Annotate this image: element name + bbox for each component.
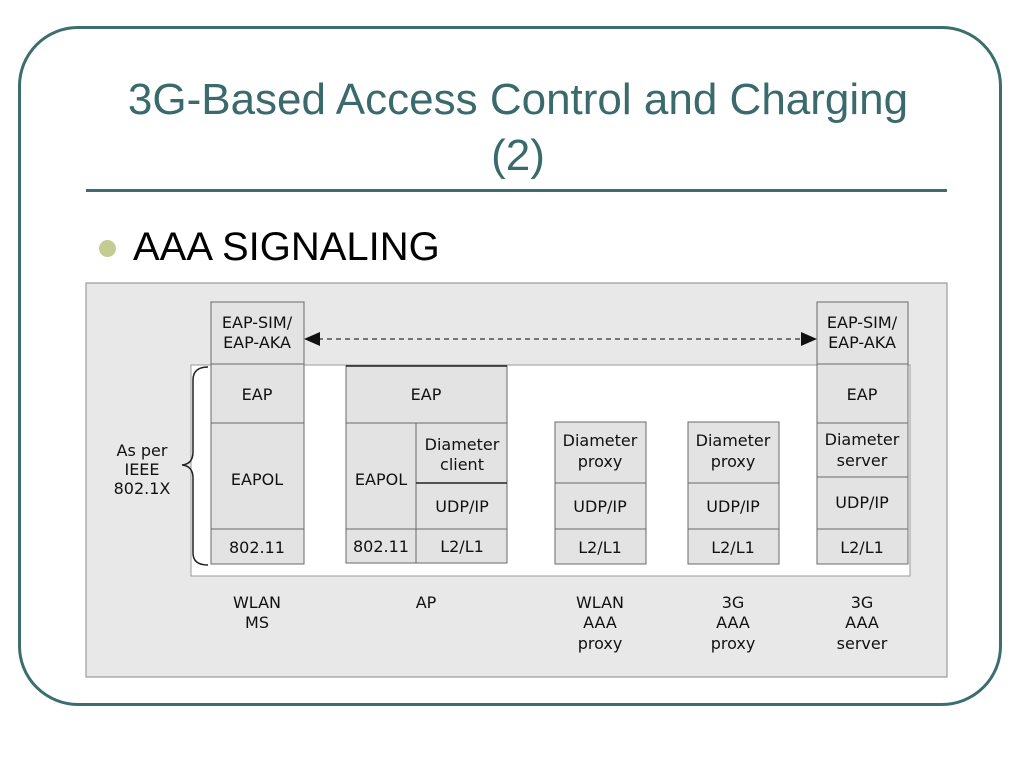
network-area — [190, 364, 911, 577]
3g-proxy-diameter-line-1: Diameter — [696, 431, 771, 450]
ms-eapol: EAPOL — [231, 470, 283, 489]
caption-3g-proxy-line-2: AAA — [716, 613, 750, 632]
server-eap: EAP — [847, 385, 878, 404]
ap-stack — [345, 365, 508, 564]
ms-link: 802.11 — [229, 538, 285, 557]
side-label-line-3: 802.1X — [114, 479, 171, 498]
wlan-proxy-diameter-line-2: proxy — [578, 452, 623, 471]
server-eap-method-line-2: EAP-AKA — [828, 333, 896, 352]
ms-eap-method-line-2: EAP-AKA — [223, 333, 291, 352]
ms-eap-method-line-1: EAP-SIM/ — [222, 313, 293, 332]
ms-eap: EAP — [242, 385, 273, 404]
slide-title-line-1: 3G-Based Access Control and Charging — [127, 75, 909, 124]
server-eap-method-line-1: EAP-SIM/ — [827, 313, 898, 332]
side-label-line-2: IEEE — [124, 460, 159, 479]
arrow-left-icon — [304, 332, 320, 346]
caption-wlan-proxy-line-3: proxy — [578, 634, 623, 653]
3g-proxy-transport: UDP/IP — [706, 497, 760, 516]
caption-wlan-ms-line-2: MS — [245, 613, 269, 632]
wlan-proxy-transport: UDP/IP — [573, 497, 627, 516]
caption-3g-server-line-1: 3G — [851, 593, 874, 612]
ap-eap: EAP — [411, 385, 442, 404]
caption-ap: AP — [416, 593, 437, 612]
bullet-dot-icon — [99, 240, 116, 257]
caption-3g-proxy-line-1: 3G — [722, 593, 745, 612]
ap-transport: UDP/IP — [435, 497, 489, 516]
wlan-proxy-link: L2/L1 — [578, 538, 622, 557]
ap-diameter-line-1: Diameter — [425, 435, 500, 454]
server-link: L2/L1 — [840, 538, 884, 557]
slide-frame — [18, 26, 1002, 706]
3g-proxy-diameter-line-2: proxy — [711, 452, 756, 471]
arrow-right-icon — [801, 332, 817, 346]
ap-link-right: L2/L1 — [440, 537, 484, 556]
title-divider — [86, 189, 947, 192]
slide-title-line-2: (2) — [491, 131, 545, 180]
ap-diameter-line-2: client — [440, 455, 484, 474]
wlan-ms-stack — [210, 301, 305, 565]
caption-wlan-proxy-line-2: AAA — [583, 613, 617, 632]
3g-proxy-link: L2/L1 — [711, 538, 755, 557]
side-label-line-1: As per — [117, 441, 168, 460]
caption-wlan-ms-line-1: WLAN — [233, 593, 281, 612]
caption-wlan-proxy-line-1: WLAN — [576, 593, 624, 612]
wlan-aaa-proxy-stack — [554, 421, 647, 565]
caption-3g-server-line-3: server — [837, 634, 888, 653]
ieee-brace — [181, 366, 209, 566]
server-diameter-line-1: Diameter — [825, 430, 900, 449]
server-transport: UDP/IP — [835, 493, 889, 512]
caption-3g-proxy-line-3: proxy — [711, 634, 756, 653]
wlan-proxy-diameter-line-1: Diameter — [563, 431, 638, 450]
ap-link-left: 802.11 — [353, 537, 409, 556]
server-diameter-line-2: server — [837, 451, 888, 470]
ap-eapol: EAPOL — [355, 470, 407, 489]
bullet-text: AAA SIGNALING — [133, 225, 440, 269]
slide-title: 3G-Based Access Control and Charging (2) — [90, 72, 946, 184]
caption-3g-server-line-2: AAA — [845, 613, 879, 632]
3g-aaa-server-stack — [816, 301, 909, 565]
3g-aaa-proxy-stack — [687, 421, 780, 565]
